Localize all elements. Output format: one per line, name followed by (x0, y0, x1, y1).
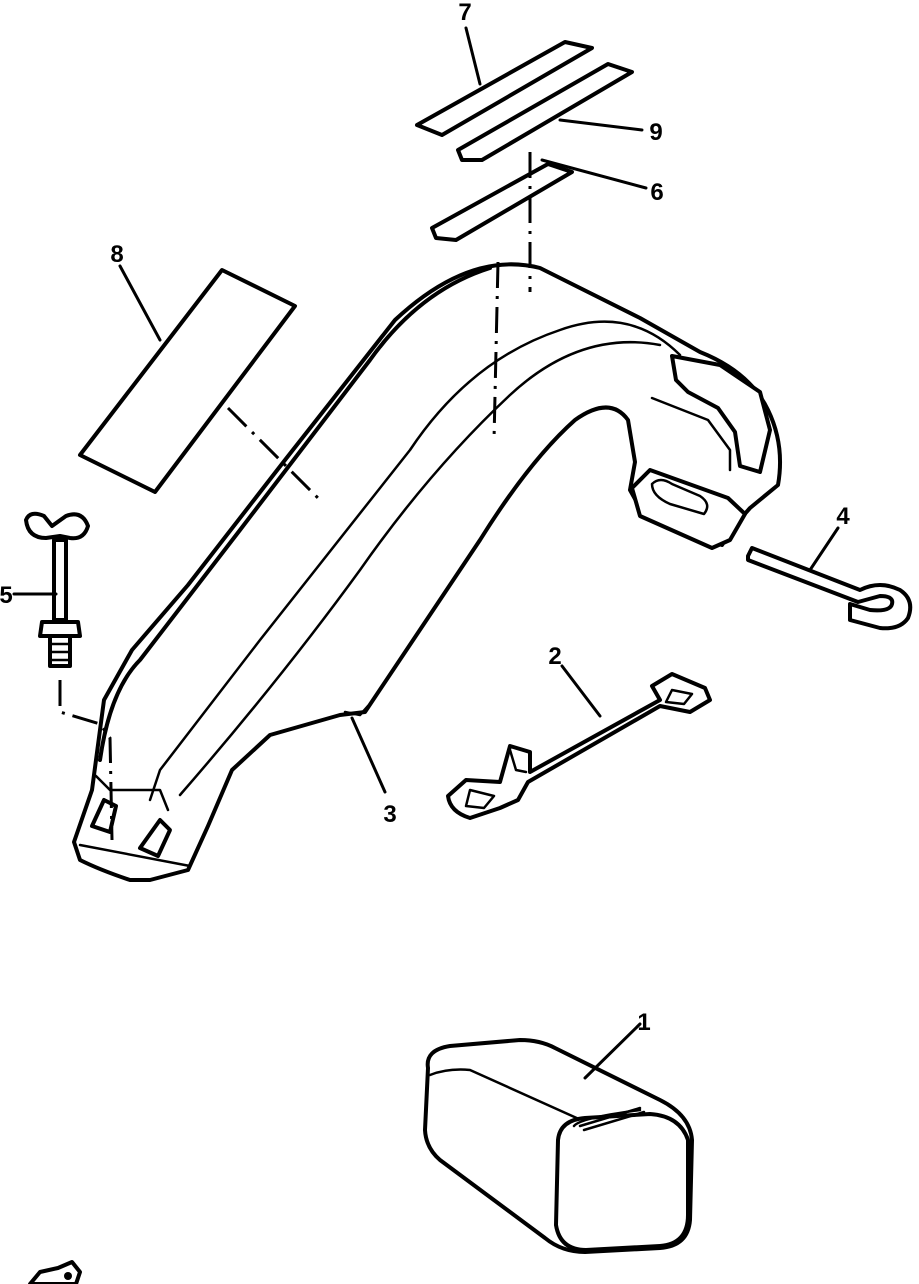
leader-1 (583, 1022, 642, 1080)
decal-8 (78, 268, 297, 494)
callout-5: 5 (0, 582, 13, 609)
rod-part-4 (746, 546, 913, 631)
wing-bolt-part-5 (24, 511, 90, 668)
decal-6 (430, 162, 574, 242)
callout-3: 3 (383, 801, 396, 828)
fender-part-3 (72, 262, 782, 882)
strap-part-2 (446, 672, 712, 820)
leader-3 (350, 716, 387, 794)
decal-9 (456, 62, 634, 162)
leader-8 (118, 264, 162, 342)
centerline-decal-8 (226, 406, 322, 502)
callout-7: 7 (458, 0, 471, 26)
callout-1: 1 (637, 1009, 650, 1036)
callout-2: 2 (548, 643, 561, 670)
leader-4 (808, 526, 840, 572)
callout-8: 8 (110, 241, 123, 268)
corner-mark (28, 1260, 82, 1284)
centerline-bolt-5 (58, 680, 114, 841)
decal-7 (415, 40, 594, 137)
centerline-decal-6 (492, 261, 500, 441)
callout-6: 6 (650, 179, 663, 206)
leader-2 (560, 664, 602, 718)
leader-7 (464, 26, 482, 86)
tool-bag-part-1 (423, 1038, 694, 1254)
leader-9 (558, 118, 644, 132)
callout-9: 9 (649, 119, 662, 146)
leader-6 (540, 158, 648, 190)
callout-4: 4 (836, 503, 850, 530)
